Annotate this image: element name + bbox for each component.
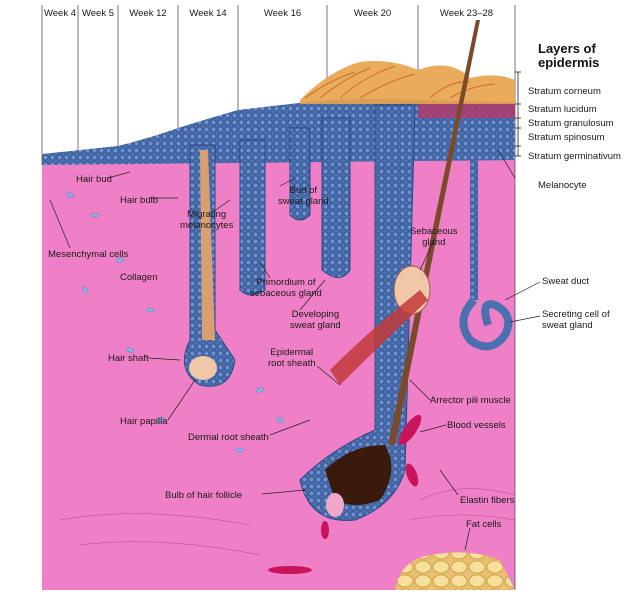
stratum-granulosum-label: Stratum granulosum	[528, 118, 614, 129]
dermis	[42, 155, 515, 590]
developing-line1: Developing	[291, 309, 340, 320]
fat-cells-label: Fat cells	[466, 519, 502, 530]
migrating-line1: Migrating	[187, 209, 227, 220]
sebaceous-line1: Sebaceous	[410, 226, 458, 237]
elastin-fibers-label: Elastin fibers	[460, 495, 515, 506]
developing-sweat-gland	[321, 117, 351, 278]
epidermis-title-line2: epidermis	[538, 55, 600, 70]
primordium-label: Primordium of sebaceous gland	[250, 277, 322, 299]
hair-papilla-week14	[189, 356, 217, 380]
blood-vessel-3	[321, 521, 329, 539]
hair-bud-label: Hair bud	[76, 174, 112, 185]
mesenchymal-cells	[66, 192, 284, 453]
arrector-pili-label: Arrector pili muscle	[430, 395, 511, 406]
sweat-bud	[289, 127, 311, 221]
developing-line2: sweat gland	[290, 320, 341, 331]
papilla-week20	[326, 493, 344, 517]
hair-shaft-week14	[200, 150, 215, 340]
epidermal-line1: Epidermal	[270, 347, 314, 358]
melanocyte-label: Melanocyte	[538, 180, 587, 191]
week-14-label: Week 14	[189, 8, 227, 19]
bud-sweat-gland-label: Bud of sweat gland	[278, 185, 329, 207]
stratum-corneum	[300, 61, 515, 104]
bulb-hair-follicle-label: Bulb of hair follicle	[165, 490, 243, 501]
hair-follicle-week20	[299, 104, 416, 521]
primordium-line2: sebaceous gland	[250, 288, 322, 299]
arrector-pili-muscle	[330, 290, 428, 385]
bud-sweat-line2: sweat gland	[278, 196, 329, 207]
sebaceous-gland-label: Sebaceous gland	[410, 226, 458, 248]
stratum-germinativum-label: Stratum germinativum	[528, 151, 621, 162]
primordium-line1: Primordium of	[256, 277, 316, 288]
epidermis-bracket	[515, 71, 521, 157]
week-23-28-label: Week 23–28	[439, 8, 494, 19]
dermal-root-sheath-label: Dermal root sheath	[188, 432, 269, 443]
epidermis-title-line1: Layers of	[538, 41, 596, 56]
collagen-label: Collagen	[120, 272, 158, 283]
secreting-line1: Secreting cell of	[542, 309, 610, 320]
sweat-gland-coil	[459, 297, 513, 351]
hair-bulb-label: Hair bulb	[120, 195, 159, 206]
developing-sweat-gland-label: Developing sweat gland	[290, 309, 341, 331]
week-4-label: Week 4	[43, 8, 77, 19]
fat-cells	[395, 552, 515, 590]
epidermis-title: Layers of epidermis	[538, 42, 599, 70]
blood-vessels-label: Blood vessels	[447, 420, 506, 431]
hair-shaft-long	[388, 20, 480, 445]
stratum-granulosum-band	[418, 104, 515, 118]
pointer-lines	[49, 149, 541, 551]
hair-bulb-dark	[325, 445, 392, 505]
sweat-gland-duct	[470, 118, 478, 300]
secreting-cell-label: Secreting cell of sweat gland	[542, 309, 610, 331]
epidermal-root-sheath-label: Epidermal root sheath	[268, 347, 316, 369]
secreting-line2: sweat gland	[542, 320, 593, 331]
follicle-week16	[239, 139, 266, 296]
blood-vessel-1	[398, 414, 422, 446]
epidermal-line2: root sheath	[268, 358, 316, 369]
stratum-lucidum-label: Stratum lucidum	[528, 104, 597, 115]
migrating-melanocytes-label: Migrating melanocytes	[180, 209, 233, 231]
stratum-corneum-label: Stratum corneum	[528, 86, 601, 97]
week-16-label: Week 16	[263, 8, 302, 19]
blood-vessel-4	[268, 566, 312, 574]
mesenchymal-cells-label: Mesenchymal cells	[48, 249, 129, 260]
blood-vessel-2	[405, 463, 419, 487]
hair-papilla-label: Hair papilla	[120, 416, 168, 427]
week-20-label: Week 20	[353, 8, 392, 19]
week-12-label: Week 12	[129, 8, 167, 19]
week-5-label: Week 5	[81, 8, 115, 19]
sebaceous-line2: gland	[422, 237, 446, 248]
elastin-fibers	[59, 488, 516, 556]
stratum-spinosum-label: Stratum spinosum	[528, 132, 605, 143]
bud-sweat-line1: Bud of	[289, 185, 318, 196]
sweat-duct-label: Sweat duct	[542, 276, 589, 287]
migrating-line2: melanocytes	[180, 220, 234, 231]
hair-shaft-label: Hair shaft	[108, 353, 149, 364]
